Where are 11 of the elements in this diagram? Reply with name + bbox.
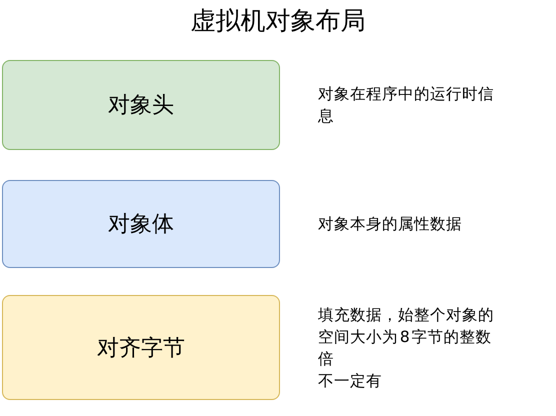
- title: 虚拟机对象布局: [190, 5, 366, 37]
- box-label: 对象体: [108, 211, 174, 239]
- description-text: 填充数据，始整个对象的空间大小为 8 字节的整数倍: [318, 304, 495, 370]
- layer-box: [2, 60, 280, 150]
- layer-box: [2, 295, 280, 400]
- description-text: 对象本身的属性数据: [318, 214, 463, 235]
- layer-box: [2, 180, 280, 268]
- box-label: 对象头: [108, 92, 174, 120]
- description-text: 不一定有: [318, 370, 383, 392]
- description-text: 对象在程序中的运行时信息: [318, 84, 495, 127]
- box-label: 对齐字节: [97, 334, 185, 362]
